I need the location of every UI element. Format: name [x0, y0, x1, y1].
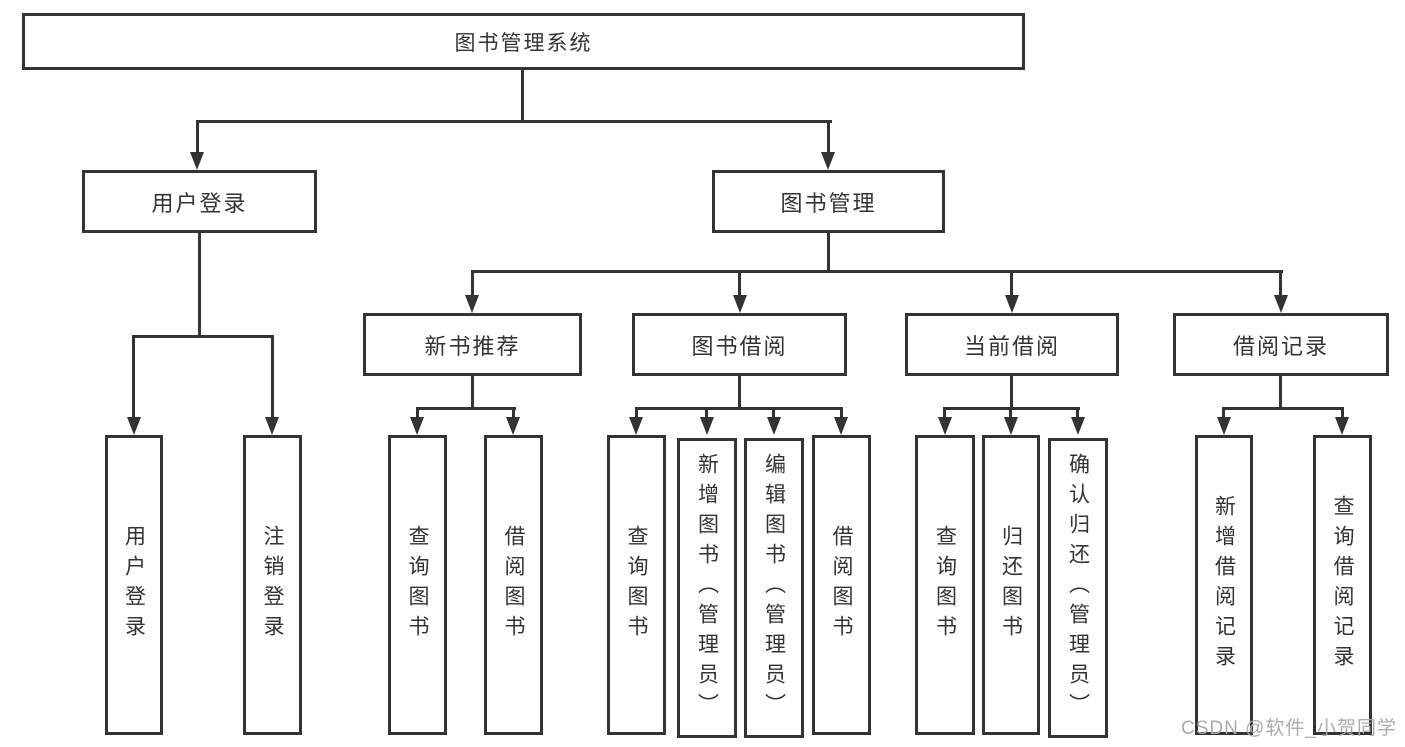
- connector-borrow-records-stem: [1279, 376, 1282, 409]
- connector-drop-cb-query: [943, 407, 946, 419]
- connector-drop-nbr-query: [416, 407, 419, 419]
- connector-root-drop-left: [196, 120, 199, 154]
- arrowhead-br-add: [1217, 417, 1231, 435]
- connector-root-drop-right: [827, 120, 830, 154]
- connector-user-login-stem: [198, 233, 201, 335]
- connector-drop-borrow-records: [1279, 270, 1282, 297]
- connector-root-bar: [196, 120, 832, 123]
- connector-current-borrow-stem: [1010, 376, 1013, 409]
- connector-drop-bb-edit: [772, 407, 775, 419]
- arrowhead-book-management: [821, 152, 835, 170]
- leaf-user-login: 用户登录: [105, 435, 163, 735]
- connector-drop-current-borrow: [1010, 270, 1013, 297]
- connector-borrow-records-bar: [1222, 407, 1344, 410]
- connector-drop-new-book-recommend: [471, 270, 474, 297]
- arrowhead-book-borrow: [733, 295, 747, 313]
- node-user-login: 用户登录: [82, 170, 317, 233]
- connector-user-login-drop-right: [271, 335, 274, 419]
- arrowhead-leaf-logout: [265, 417, 279, 435]
- connector-book-borrow-bar: [635, 407, 843, 410]
- leaf-cb-confirm-return-admin: 确认归还（管理员）: [1048, 438, 1108, 738]
- connector-new-book-recommend-stem: [471, 376, 474, 409]
- node-current-borrow: 当前借阅: [905, 313, 1119, 376]
- leaf-br-add-record: 新增借阅记录: [1195, 435, 1253, 735]
- node-root: 图书管理系统: [22, 13, 1025, 70]
- leaf-nbr-borrow-books: 借阅图书: [484, 435, 543, 735]
- leaf-bb-query-books: 查询图书: [607, 435, 666, 735]
- node-book-management: 图书管理: [712, 170, 945, 233]
- leaf-nbr-query-books: 查询图书: [388, 435, 447, 735]
- connector-drop-book-borrow: [738, 270, 741, 297]
- connector-user-login-bar: [132, 335, 274, 338]
- connector-drop-cb-confirm: [1076, 407, 1079, 419]
- connector-book-management-stem: [827, 233, 830, 272]
- node-borrow-records: 借阅记录: [1173, 313, 1389, 376]
- connector-drop-br-query: [1341, 407, 1344, 419]
- leaf-bb-borrow-books: 借阅图书: [812, 435, 871, 735]
- connector-drop-br-add: [1222, 407, 1225, 419]
- arrowhead-cb-confirm: [1071, 417, 1085, 435]
- leaf-bb-add-books-admin: 新增图书（管理员）: [677, 438, 737, 738]
- arrowhead-bb-query: [629, 417, 643, 435]
- connector-book-borrow-stem: [738, 376, 741, 409]
- csdn-watermark: CSDN @软件_小贺同学: [1181, 718, 1397, 739]
- arrowhead-current-borrow: [1005, 295, 1019, 313]
- leaf-cb-query-books: 查询图书: [915, 435, 975, 735]
- arrowhead-nbr-borrow: [506, 417, 520, 435]
- connector-drop-bb-add: [705, 407, 708, 419]
- connector-drop-nbr-borrow: [512, 407, 515, 419]
- leaf-br-query-record: 查询借阅记录: [1313, 435, 1372, 735]
- connector-drop-bb-borrow: [840, 407, 843, 419]
- node-new-book-recommend: 新书推荐: [363, 313, 582, 376]
- connector-root-stem: [521, 70, 524, 122]
- arrowhead-bb-edit: [767, 417, 781, 435]
- arrowhead-bb-add: [700, 417, 714, 435]
- arrowhead-leaf-user-login: [127, 417, 141, 435]
- connector-drop-cb-return: [1009, 407, 1012, 419]
- arrowhead-borrow-records: [1274, 295, 1288, 313]
- arrowhead-new-book-recommend: [465, 295, 479, 313]
- connector-drop-bb-query: [635, 407, 638, 419]
- arrowhead-nbr-query: [410, 417, 424, 435]
- node-book-borrow: 图书借阅: [632, 313, 847, 376]
- connector-user-login-drop-left: [132, 335, 135, 419]
- leaf-cb-return-books: 归还图书: [982, 435, 1040, 735]
- arrowhead-cb-return: [1004, 417, 1018, 435]
- arrowhead-cb-query: [938, 417, 952, 435]
- connector-new-book-recommend-bar: [416, 407, 516, 410]
- arrowhead-user-login: [190, 152, 204, 170]
- connector-book-management-bar: [471, 270, 1283, 273]
- arrowhead-bb-borrow: [834, 417, 848, 435]
- leaf-bb-edit-books-admin: 编辑图书（管理员）: [744, 438, 804, 738]
- arrowhead-br-query: [1335, 417, 1349, 435]
- leaf-logout: 注销登录: [243, 435, 302, 735]
